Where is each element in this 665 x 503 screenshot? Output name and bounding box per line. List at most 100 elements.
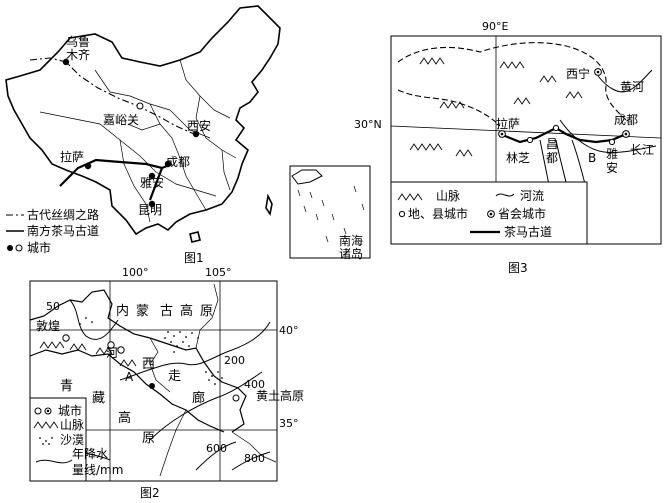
fig2-legend-desert: 沙漠	[60, 433, 84, 447]
city-dunhuang	[62, 334, 70, 342]
tea-horse-road-route	[59, 158, 173, 201]
figure-3: 90°E 30°N 西宁 黄河 拉萨 成都 林芝 昌 都 B 雅 安	[354, 20, 662, 275]
china-outline	[5, 5, 281, 236]
fig3-lat-30: 30°N	[354, 118, 382, 131]
city-wuwei	[149, 383, 155, 389]
label-changdu-2: 都	[546, 151, 558, 165]
fig3-legend: 山脉 河流 地、县城市 省会城市 茶马古道	[390, 181, 588, 245]
fig2-legend-isoline-1: 年降水	[72, 447, 108, 461]
region-qing: 青	[60, 379, 73, 394]
label-chengdu: 成都	[166, 155, 190, 169]
inset-label-2: 诸岛	[339, 246, 363, 261]
fig2-legend: 城市 山脉 沙漠 年降水 量线/mm	[29, 397, 123, 482]
city-jiayuguan	[136, 102, 144, 110]
label-xining: 西宁	[566, 66, 590, 81]
city-urumqi	[62, 58, 70, 66]
south-china-sea-inset: 南海 诸岛	[289, 165, 371, 261]
qilian-mountains	[39, 341, 137, 367]
plateau-boundary	[397, 42, 627, 121]
city-linzhi	[526, 136, 534, 144]
label-linzhi: 林芝	[506, 150, 530, 165]
silk-road-route	[29, 57, 195, 135]
hainan	[189, 231, 201, 243]
isoline-400	[149, 371, 263, 441]
label-lhasa-fig3: 拉萨	[496, 116, 520, 131]
fig1-cities	[62, 58, 200, 208]
isoline-label-800: 800	[244, 452, 265, 465]
inset-label-1: 南海	[339, 233, 363, 248]
isoline-label-400: 400	[244, 378, 265, 391]
label-yaan: 雅安	[140, 175, 164, 190]
fig2-lon-100: 100°	[122, 266, 149, 279]
fig2-legend-city: 城市	[58, 403, 82, 418]
city-kunming	[148, 200, 156, 208]
label-point-b: B	[588, 151, 596, 165]
fig2-frame	[29, 280, 278, 482]
river-yangtze	[559, 119, 657, 153]
fig3-legend-provincial: 省会城市	[498, 206, 546, 221]
isoline-50	[69, 299, 119, 340]
fig2-legend-mountain: 山脉	[60, 417, 84, 432]
label-lhasa: 拉萨	[60, 149, 84, 164]
fig3-mountains	[409, 57, 583, 157]
desert-pattern	[79, 317, 223, 385]
region-xi: 西	[142, 357, 155, 372]
isoline-600	[195, 441, 237, 471]
fig3-legend-river: 河流	[520, 189, 544, 203]
region-zang: 藏	[92, 391, 105, 406]
label-dunhuang: 敦煌	[36, 318, 60, 333]
fig2-lon-105: 105°	[205, 266, 232, 279]
legend-tea-road: 南方茶马古道	[27, 223, 99, 238]
isoline-label-200: 200	[224, 354, 245, 367]
fig3-legend-county: 地、县城市	[408, 206, 468, 221]
city-yaan	[148, 172, 156, 180]
fig2-legend-isoline-2: 量线/mm	[72, 463, 123, 477]
label-yaan-2: 安	[606, 160, 618, 175]
inset-frame	[289, 165, 371, 259]
city-lhasa	[84, 162, 92, 170]
isoline-label-50: 50	[46, 300, 60, 313]
label-urumqi-1: 乌鲁	[66, 34, 90, 49]
label-jiayuguan: 嘉峪关	[103, 113, 139, 127]
region-he: 河	[106, 346, 118, 360]
province-boundaries	[39, 59, 237, 223]
fig2-caption: 图2	[140, 486, 160, 500]
region-yuan2: 原	[142, 431, 155, 446]
label-xian: 西安	[187, 118, 211, 133]
label-kunming: 昆明	[138, 203, 162, 217]
city-chengdu	[164, 160, 172, 168]
region-meng: 蒙	[136, 304, 149, 319]
legend-city-dot	[7, 245, 13, 251]
fig2-lat-40: 40°	[279, 324, 299, 337]
isoline-label-600: 600	[206, 442, 227, 455]
region-gao: 高	[180, 303, 193, 319]
label-huanghe: 黄河	[620, 80, 644, 94]
region-loess: 黄土高原	[256, 388, 304, 403]
city-xian	[192, 130, 200, 138]
label-yaan-1: 雅	[606, 146, 618, 161]
fig1-caption: 图1	[184, 251, 204, 265]
region-gao2: 高	[118, 410, 131, 426]
city-yaan-fig3	[608, 138, 616, 146]
fig3-lon-90: 90°E	[482, 20, 508, 33]
fig3-legend-tea: 茶马古道	[504, 224, 552, 239]
legend-city: 城市	[27, 240, 51, 255]
region-lang: 廊	[192, 390, 205, 406]
river-jinsha	[571, 139, 587, 189]
city-lanzhou	[232, 394, 240, 402]
taiwan	[265, 193, 273, 217]
fig3-legend-mountain: 山脉	[436, 188, 460, 203]
figure-2: 100° 105° 40° 35°	[29, 266, 304, 500]
city-zhangye	[117, 346, 125, 354]
figure-1: 乌鲁 木齐 嘉峪关 西安 拉萨 成都 雅安 昆明 南海 诸岛 古代丝绸之路 南方…	[5, 5, 371, 265]
region-yuan: 原	[200, 304, 213, 319]
fig2-lat-35: 35°	[279, 417, 299, 430]
region-gu: 古	[160, 304, 173, 319]
fig3-caption: 图3	[508, 261, 528, 275]
region-nei: 内	[116, 303, 129, 319]
label-point-a: A	[125, 370, 134, 384]
fig1-legend: 古代丝绸之路 南方茶马古道 城市	[6, 207, 99, 255]
legend-city-ring	[15, 244, 23, 252]
label-changjiang: 长江	[630, 143, 654, 157]
